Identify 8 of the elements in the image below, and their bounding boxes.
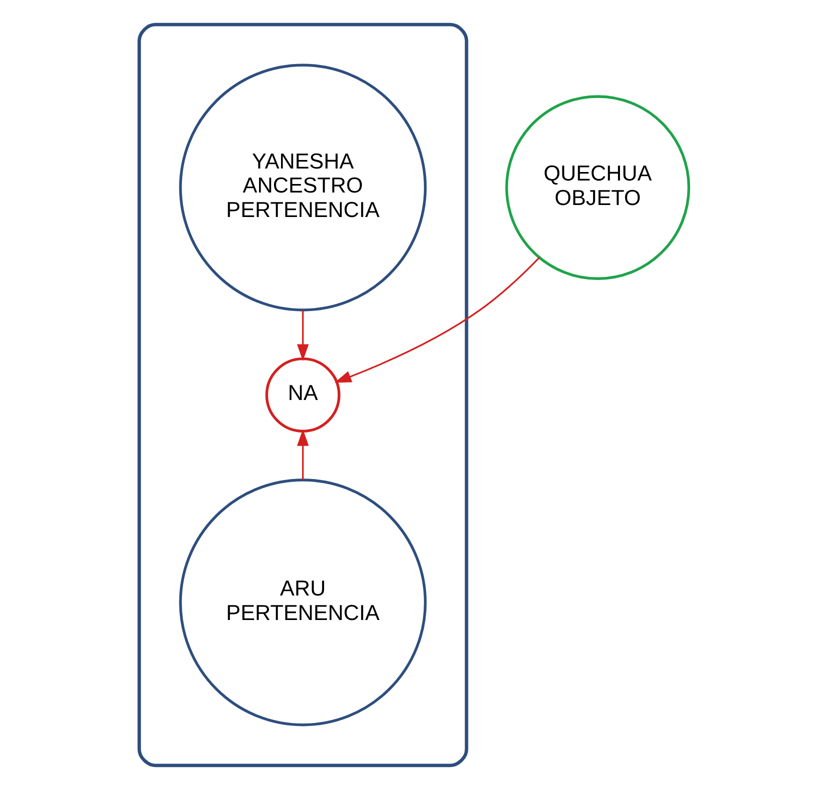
node-circle: YANESHA ANCESTRO PERTENENCIA (178, 64, 426, 312)
node-circle: QUECHUA OBJETO (504, 95, 690, 280)
node-circle: NA (264, 357, 340, 433)
arrow (334, 256, 540, 383)
arrow (296, 310, 308, 362)
cluster (137, 22, 468, 768)
arrow (296, 429, 308, 480)
node-circle: ARU PERTENENCIA (178, 478, 426, 726)
